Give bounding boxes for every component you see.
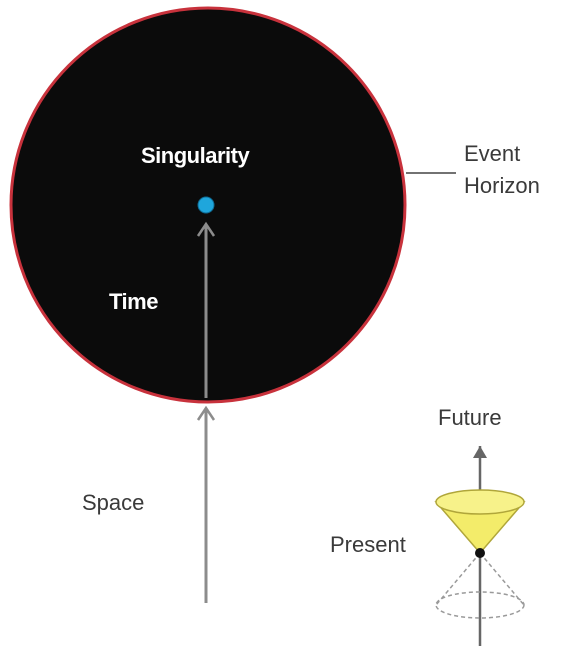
space-arrow-head xyxy=(196,405,216,421)
future-light-cone-rim xyxy=(435,489,525,515)
present-point xyxy=(475,548,485,558)
present-label: Present xyxy=(330,532,406,557)
event-horizon-label: Event Horizon xyxy=(464,138,540,202)
past-light-cone-rim xyxy=(435,591,525,619)
space-label: Space xyxy=(82,490,145,515)
past-light-cone xyxy=(435,552,525,606)
event-horizon-label-line2: Horizon xyxy=(464,173,540,198)
event-horizon-label-line1: Event xyxy=(464,141,521,166)
singularity-dot xyxy=(197,196,215,214)
light-cone-axis-head xyxy=(473,446,487,458)
singularity-label: Singularity xyxy=(141,143,250,168)
future-label: Future xyxy=(438,405,502,430)
time-arrow-head xyxy=(196,221,216,237)
time-label: Time xyxy=(109,289,158,314)
